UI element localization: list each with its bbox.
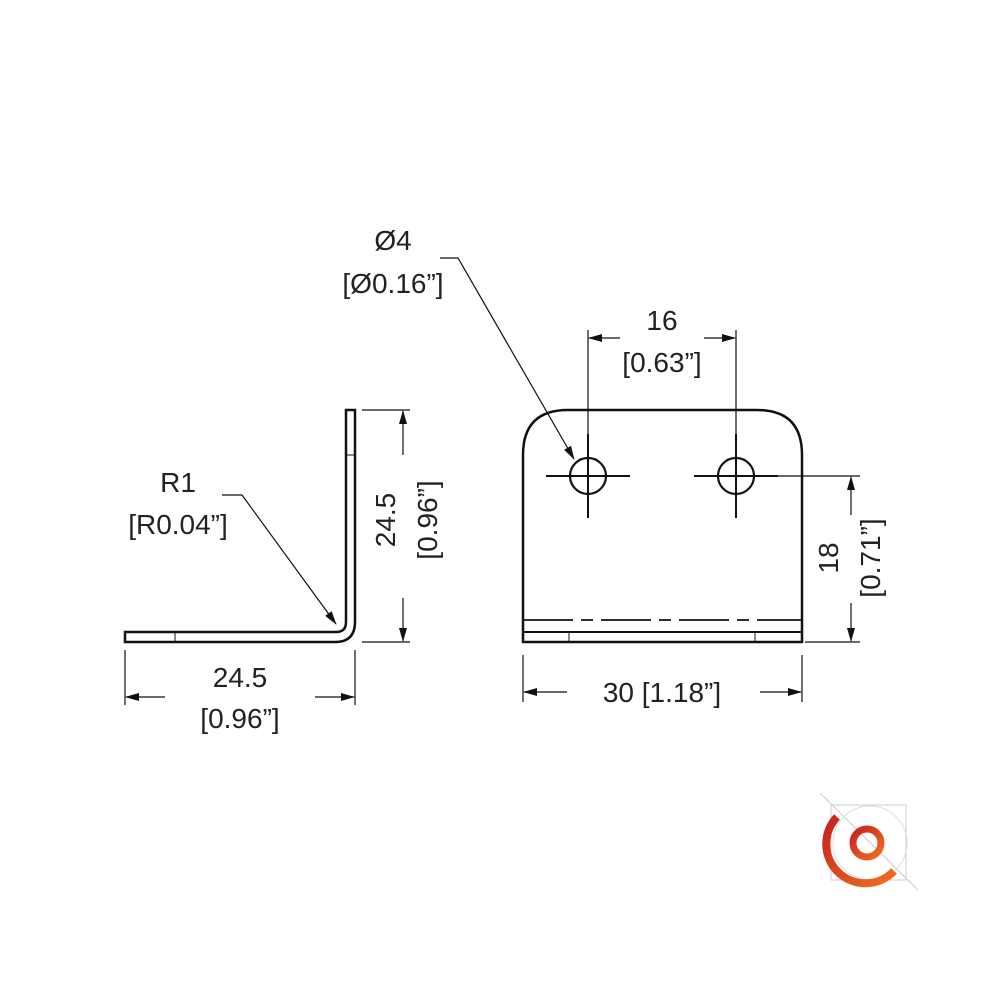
- side-width-label: 24.5: [213, 662, 268, 693]
- side-view: 24.5 [0.96”] 24.5 [0.96”] R1 [R0.04”]: [123, 408, 443, 734]
- bracket-face: [521, 408, 804, 644]
- hole-label-in: [Ø0.16”]: [342, 268, 443, 299]
- front-width-label: 30 [1.18”]: [603, 677, 721, 708]
- bracket-profile: [123, 408, 357, 644]
- hole-left: [546, 434, 630, 518]
- brand-logo: [819, 792, 919, 891]
- side-height-label-in: [0.96”]: [412, 480, 443, 559]
- spacing-label-in: [0.63”]: [622, 347, 701, 378]
- front-view: Ø4 [Ø0.16”] 16 [0.63”] 18 [0.71”] 30 [1.…: [342, 225, 886, 708]
- hole-height-label: 18: [813, 542, 844, 573]
- radius-label: R1: [160, 467, 196, 498]
- hole-right: [694, 434, 778, 518]
- radius-label-in: [R0.04”]: [128, 509, 228, 540]
- spacing-label: 16: [646, 305, 677, 336]
- hole-height-label-in: [0.71”]: [855, 518, 886, 597]
- side-height-label: 24.5: [370, 493, 401, 548]
- side-width-label-in: [0.96”]: [200, 703, 279, 734]
- hole-label: Ø4: [374, 225, 411, 256]
